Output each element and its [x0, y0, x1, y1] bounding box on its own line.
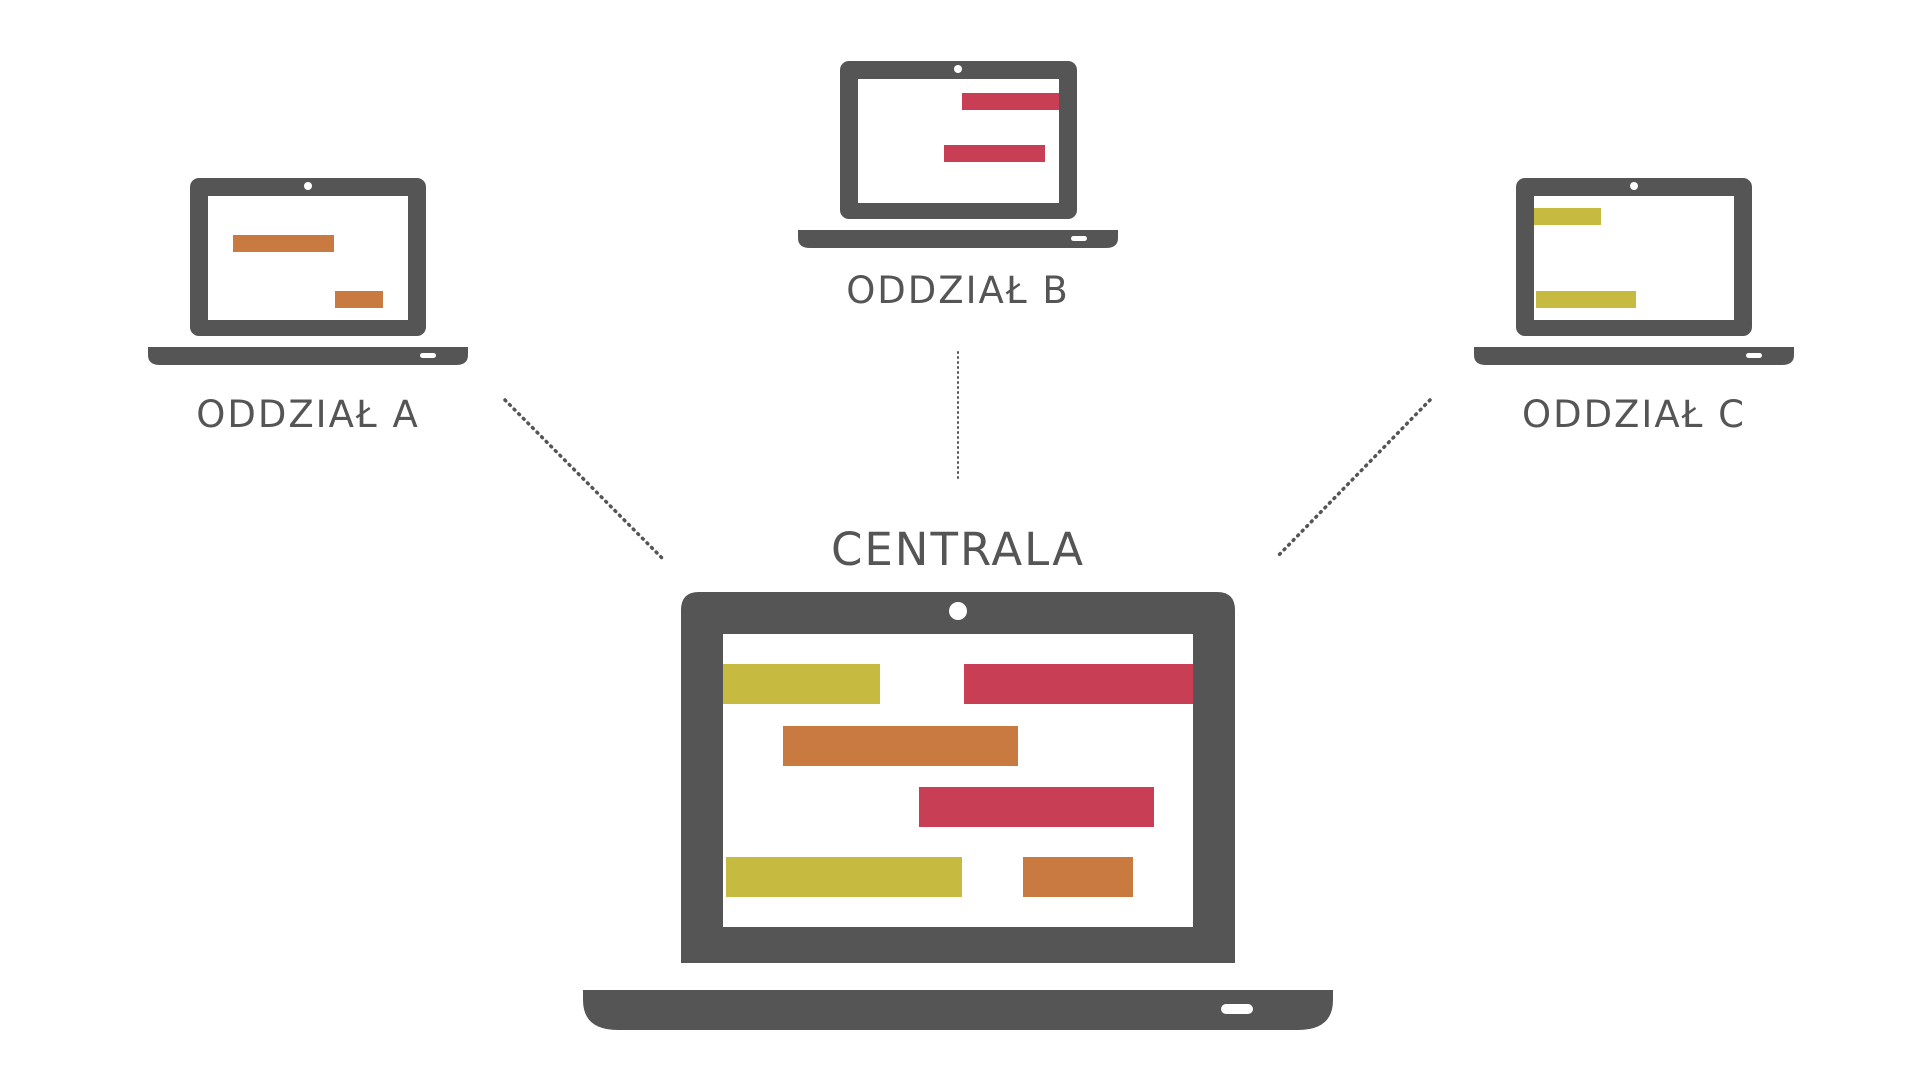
screen-bar — [1023, 857, 1133, 897]
laptop-icon-branch-c: ODDZIAŁ C — [1474, 178, 1794, 436]
trackpad-notch — [1221, 1004, 1253, 1014]
label-central: CENTRALA — [831, 523, 1085, 576]
screen-bar — [783, 726, 1018, 766]
camera-icon — [1630, 182, 1638, 190]
screen-bar — [335, 291, 383, 308]
laptop-icon-branch-a: ODDZIAŁ A — [148, 178, 468, 436]
screen-bar — [919, 787, 1154, 827]
connector-a-central — [503, 398, 664, 560]
screen-bar — [1534, 208, 1601, 225]
label-branch-b: ODDZIAŁ B — [846, 269, 1070, 312]
trackpad-notch — [420, 353, 436, 358]
screen-bar — [723, 664, 880, 704]
screen-bar — [964, 664, 1193, 704]
camera-icon — [304, 182, 312, 190]
laptop-icon-central: CENTRALA — [583, 523, 1333, 1030]
laptop-base — [583, 990, 1333, 1030]
laptop-base — [1474, 347, 1794, 365]
screen-bar — [944, 145, 1045, 162]
trackpad-notch — [1071, 236, 1087, 241]
trackpad-notch — [1746, 353, 1762, 358]
camera-icon — [954, 65, 962, 73]
laptop-base — [798, 230, 1118, 248]
camera-icon — [949, 602, 967, 620]
screen-bar — [962, 93, 1059, 110]
laptop-base — [148, 347, 468, 365]
connector-lines — [503, 351, 1432, 560]
label-branch-c: ODDZIAŁ C — [1522, 393, 1746, 436]
screen-bar — [233, 235, 334, 252]
laptop-icon-branch-b: ODDZIAŁ B — [798, 61, 1118, 312]
screen-bar — [726, 857, 962, 897]
label-branch-a: ODDZIAŁ A — [196, 393, 420, 436]
connector-c-central — [1274, 398, 1432, 560]
screen-bar — [1536, 291, 1636, 308]
